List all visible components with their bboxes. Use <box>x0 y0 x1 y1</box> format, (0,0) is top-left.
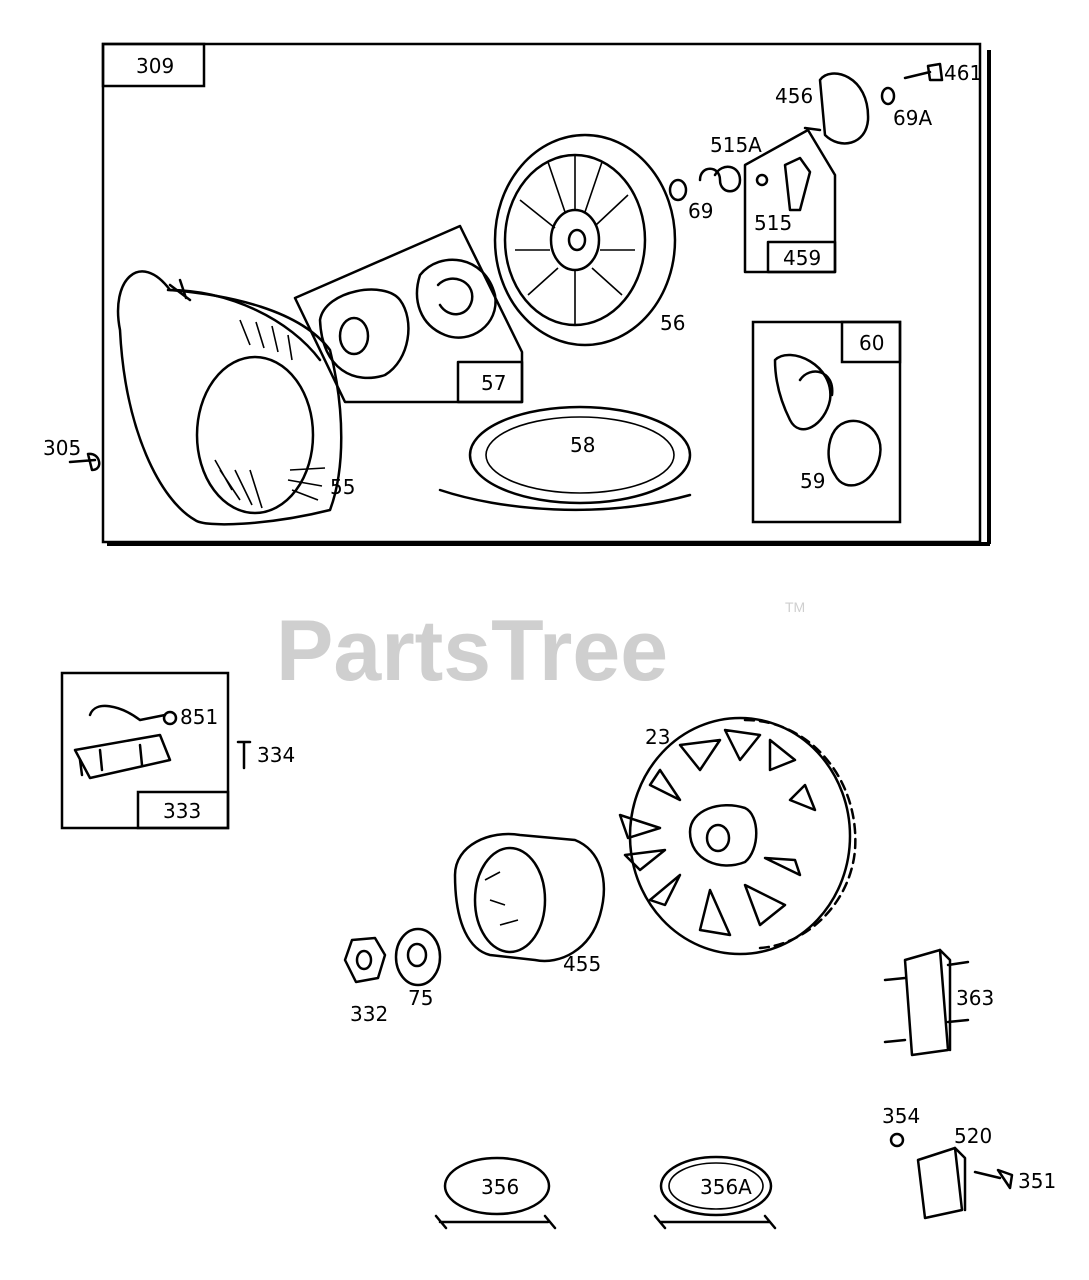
callout-56: 56 <box>660 311 685 335</box>
callout-60: 60 <box>859 331 884 355</box>
screw-461: 461 <box>903 61 982 85</box>
callout-305: 305 <box>43 436 81 460</box>
callout-57: 57 <box>481 371 506 395</box>
cup-455: 455 <box>453 832 605 976</box>
screw-334: 334 <box>236 740 295 770</box>
flywheel-23: 23 <box>618 716 857 956</box>
callout-459: 459 <box>783 246 821 270</box>
callout-23: 23 <box>645 725 670 749</box>
callout-356a: 356A <box>700 1175 752 1199</box>
washer-75: 75 <box>394 927 442 1010</box>
bolt-305: 305 <box>43 436 101 472</box>
callout-75: 75 <box>408 986 433 1010</box>
kit-60: 60 59 <box>751 320 902 524</box>
callout-520: 520 <box>954 1124 992 1148</box>
callout-851: 851 <box>180 705 218 729</box>
module-520: 520 <box>916 1124 992 1220</box>
callout-461: 461 <box>944 61 982 85</box>
callout-351: 351 <box>1018 1169 1056 1193</box>
callout-309: 309 <box>136 54 174 78</box>
nut-332: 332 <box>343 936 388 1026</box>
callout-334: 334 <box>257 743 295 767</box>
callout-332: 332 <box>350 1002 388 1026</box>
callout-69a: 69A <box>893 106 932 130</box>
washer-69: 69 <box>668 178 713 223</box>
blower-housing-55: 55 <box>116 270 355 526</box>
spring-515a: 515A <box>698 133 762 193</box>
kit-309-frame: 309 <box>101 42 991 546</box>
kit-459: 459 515 <box>743 128 837 274</box>
callout-456: 456 <box>775 84 813 108</box>
watermark-tm: TM <box>785 599 805 615</box>
callout-363: 363 <box>956 986 994 1010</box>
callout-354: 354 <box>882 1104 920 1128</box>
pulley-56: 56 <box>493 133 685 347</box>
armature-363: 363 <box>883 948 994 1057</box>
callout-69: 69 <box>688 199 713 223</box>
washer-69a: 69A <box>880 86 932 130</box>
wire-356a: 356A <box>653 1155 777 1230</box>
watermark: PartsTree TM <box>276 599 805 699</box>
kit-333: 333 851 <box>60 671 230 830</box>
callout-515a: 515A <box>710 133 762 157</box>
callout-356: 356 <box>481 1175 519 1199</box>
callout-55: 55 <box>330 475 355 499</box>
kit-57: 57 <box>293 224 524 404</box>
callout-333: 333 <box>163 799 201 823</box>
callout-515: 515 <box>754 211 792 235</box>
screw-351: 351 <box>973 1168 1056 1193</box>
plate-456: 456 <box>775 72 870 145</box>
wire-356: 356 <box>434 1156 557 1230</box>
watermark-text: PartsTree <box>276 603 668 699</box>
callout-58: 58 <box>570 433 595 457</box>
callout-59: 59 <box>800 469 825 493</box>
screw-354: 354 <box>882 1104 920 1148</box>
callout-455: 455 <box>563 952 601 976</box>
rope-58: 58 <box>438 405 692 512</box>
